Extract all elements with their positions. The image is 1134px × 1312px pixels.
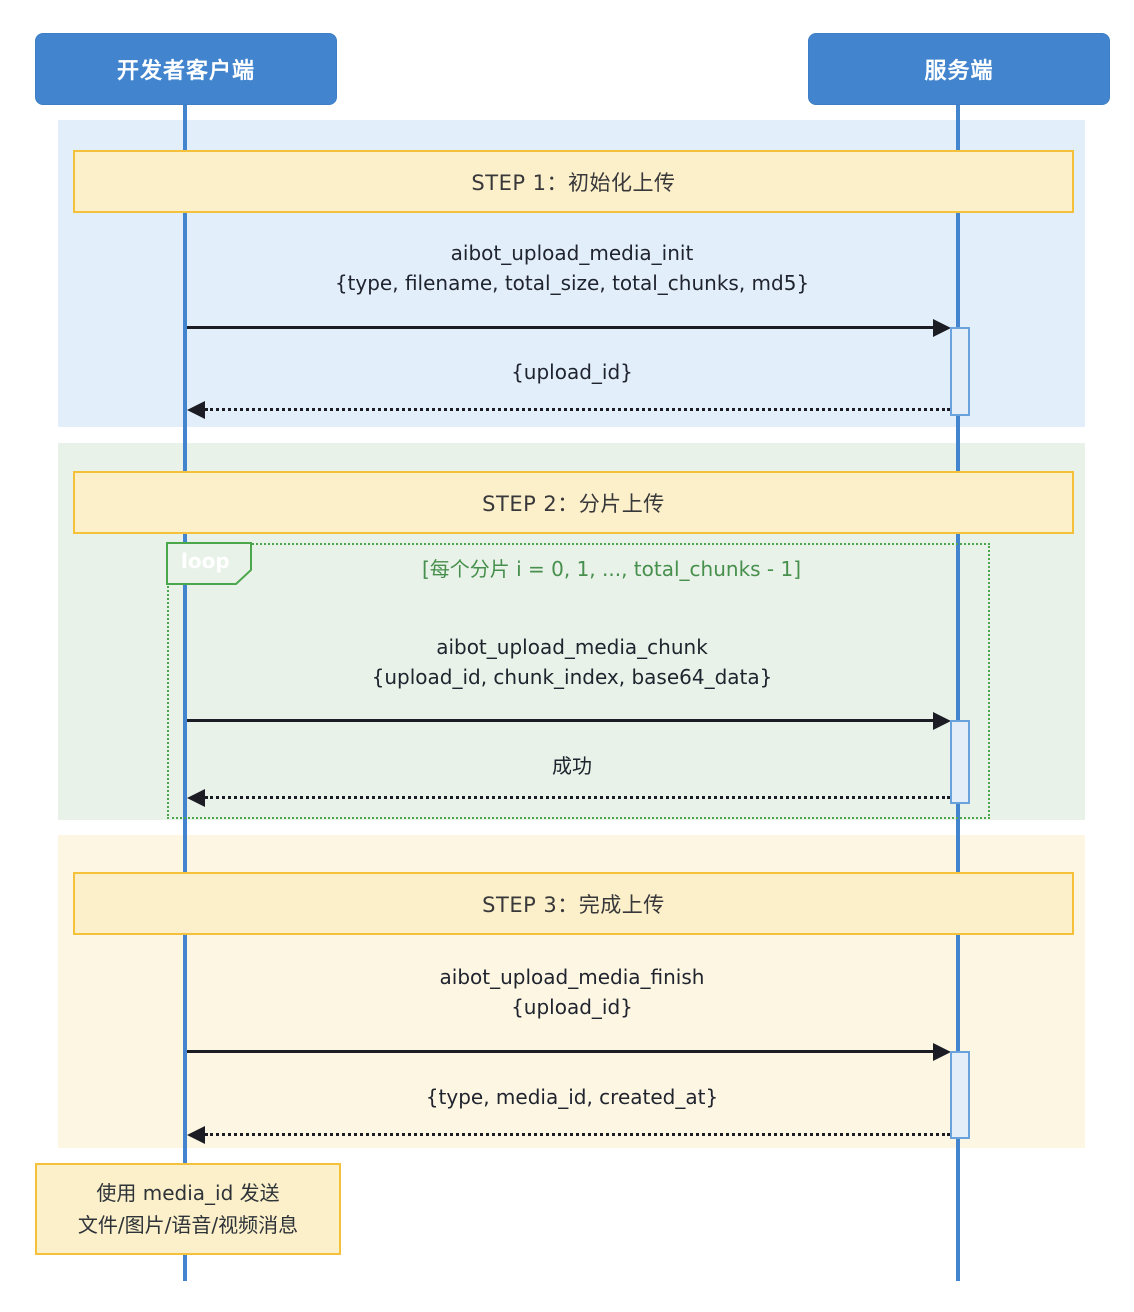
banner-step1: STEP 1：初始化上传 xyxy=(73,150,1074,213)
step3-response-arrow xyxy=(205,1133,950,1136)
step3-request-arrowhead-icon xyxy=(933,1043,951,1061)
step1-request-line2: {type, filename, total_size, total_chunk… xyxy=(334,271,810,295)
step2-response-arrowhead-icon xyxy=(187,789,205,807)
actor-server-label: 服务端 xyxy=(924,59,994,84)
banner-step2: STEP 2：分片上传 xyxy=(73,471,1074,534)
step2-request-line2: {upload_id, chunk_index, base64_data} xyxy=(371,665,773,689)
step3-request-line2: {upload_id} xyxy=(511,995,633,1019)
actor-client-label: 开发者客户端 xyxy=(116,59,255,84)
step1-request-text: aibot_upload_media_init {type, filename,… xyxy=(186,238,958,298)
step3-server-activation xyxy=(950,1051,970,1139)
step2-request-arrow xyxy=(187,719,933,722)
step2-request-line1: aibot_upload_media_chunk xyxy=(436,635,708,659)
loop-fragment-border xyxy=(167,543,990,819)
loop-label-shape xyxy=(166,542,252,585)
step2-response-arrow xyxy=(205,796,950,799)
banner-step2-label: STEP 2：分片上传 xyxy=(482,491,665,516)
note-line1: 使用 media_id 发送 xyxy=(96,1181,280,1205)
step2-server-activation xyxy=(950,720,970,804)
step1-request-arrow xyxy=(187,326,933,329)
note-line2: 文件/图片/语音/视频消息 xyxy=(77,1213,299,1237)
lifeline-client xyxy=(183,103,187,1281)
step1-response-text: {upload_id} xyxy=(511,360,633,384)
step3-response-arrowhead-icon xyxy=(187,1126,205,1144)
step2-response-text: 成功 xyxy=(552,754,592,778)
step2-request-text: aibot_upload_media_chunk {upload_id, chu… xyxy=(186,632,958,692)
actor-client: 开发者客户端 xyxy=(35,33,337,105)
lifeline-server xyxy=(956,103,960,1281)
actor-server: 服务端 xyxy=(808,33,1110,105)
step3-request-text: aibot_upload_media_finish {upload_id} xyxy=(186,962,958,1022)
loop-condition: [每个分片 i = 0, 1, ..., total_chunks - 1] xyxy=(421,557,802,581)
step1-server-activation xyxy=(950,327,970,416)
step1-response-arrowhead-icon xyxy=(187,401,205,419)
step1-response-arrow xyxy=(205,408,950,411)
loop-label: loop xyxy=(181,549,230,573)
banner-step3: STEP 3：完成上传 xyxy=(73,872,1074,935)
step3-request-line1: aibot_upload_media_finish xyxy=(439,965,705,989)
banner-step3-label: STEP 3：完成上传 xyxy=(482,892,665,917)
note-send-media: 使用 media_id 发送 文件/图片/语音/视频消息 xyxy=(35,1163,341,1255)
step1-request-arrowhead-icon xyxy=(933,319,951,337)
banner-step1-label: STEP 1：初始化上传 xyxy=(471,170,676,195)
step3-request-arrow xyxy=(187,1050,933,1053)
step3-response-text: {type, media_id, created_at} xyxy=(425,1085,719,1109)
step1-request-line1: aibot_upload_media_init xyxy=(450,241,694,265)
step2-request-arrowhead-icon xyxy=(933,712,951,730)
